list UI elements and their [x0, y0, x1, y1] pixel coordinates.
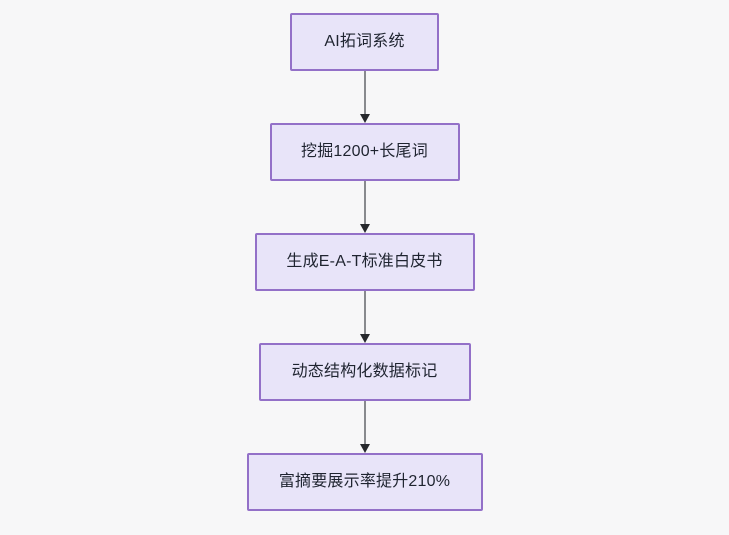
flow-node-generate-eat-whitepaper[interactable]: 生成E-A-T标准白皮书: [254, 233, 475, 291]
flow-node-mine-longtail-keywords[interactable]: 挖掘1200+长尾词: [269, 123, 460, 181]
arrow-head-icon: [359, 444, 370, 453]
arrow-head-icon: [359, 114, 370, 123]
arrow-shaft-icon: [363, 401, 366, 445]
flow-node-ai-keyword-system[interactable]: AI拓词系统: [290, 13, 439, 71]
arrow-shaft-icon: [363, 291, 366, 335]
flowchart-node-column: AI拓词系统 挖掘1200+长尾词 生成E-A-T标准白皮书 动态结构化数据标记: [246, 13, 483, 511]
flow-node-label: AI拓词系统: [324, 33, 405, 50]
flow-node-dynamic-structured-data-markup[interactable]: 动态结构化数据标记: [258, 343, 471, 401]
flow-arrow-1: [359, 71, 371, 123]
flow-arrow-2: [359, 181, 371, 233]
arrow-head-icon: [359, 334, 370, 343]
flow-node-rich-snippet-impression-lift[interactable]: 富摘要展示率提升210%: [246, 453, 483, 511]
arrow-shaft-icon: [363, 71, 366, 115]
flow-arrow-4: [359, 401, 371, 453]
flow-arrow-3: [359, 291, 371, 343]
flow-node-label: 动态结构化数据标记: [291, 363, 438, 380]
flow-node-label: 挖掘1200+长尾词: [301, 143, 428, 160]
arrow-shaft-icon: [363, 181, 366, 225]
arrow-head-icon: [359, 224, 370, 233]
flow-node-label: 生成E-A-T标准白皮书: [286, 253, 443, 270]
flow-node-label: 富摘要展示率提升210%: [278, 473, 451, 490]
